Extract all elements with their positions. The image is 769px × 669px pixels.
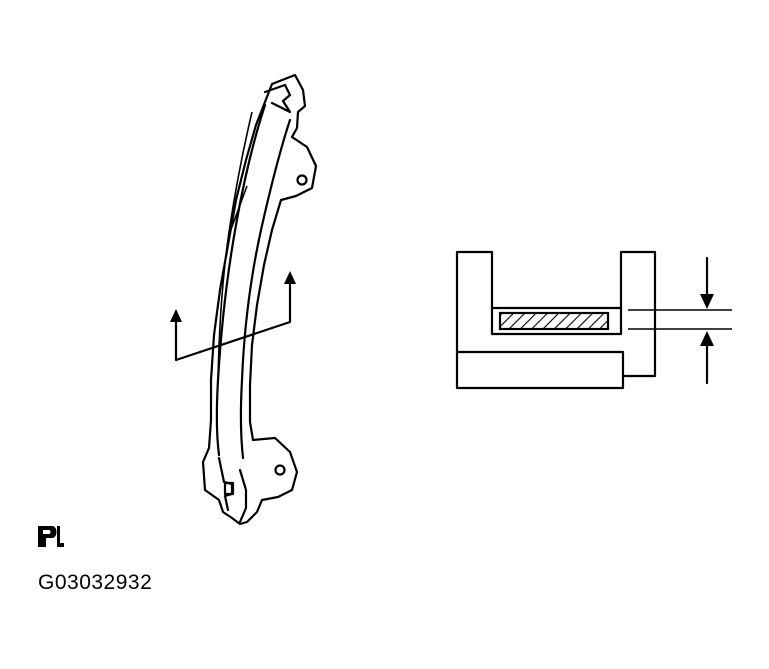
lower-end-tab [223, 481, 235, 496]
guide-rail-center [217, 111, 253, 381]
dimension-arrow-bottom [700, 331, 714, 346]
section-cut-line [174, 278, 292, 362]
section-inner-channel [490, 306, 623, 336]
figure-id-label: G03032932 [38, 571, 153, 594]
section-arrow-left [170, 309, 182, 322]
wear-surface-hatch [498, 311, 610, 331]
lower-bolt-hole [274, 464, 286, 476]
chain-guide-outline [201, 73, 318, 526]
guide-rail-inner [239, 118, 292, 460]
logo-mark-icon [38, 526, 64, 547]
guide-rail-center-2 [229, 185, 248, 233]
chain-guide [170, 73, 318, 526]
cross-section [455, 250, 732, 390]
section-arrow-right [284, 271, 296, 284]
top-hook-detail [263, 83, 292, 114]
dimension-arrow-top [700, 294, 714, 309]
guide-rail-outer [215, 103, 267, 457]
section-outline [455, 250, 657, 390]
upper-bolt-hole [296, 174, 308, 186]
section-step-line [455, 350, 625, 378]
